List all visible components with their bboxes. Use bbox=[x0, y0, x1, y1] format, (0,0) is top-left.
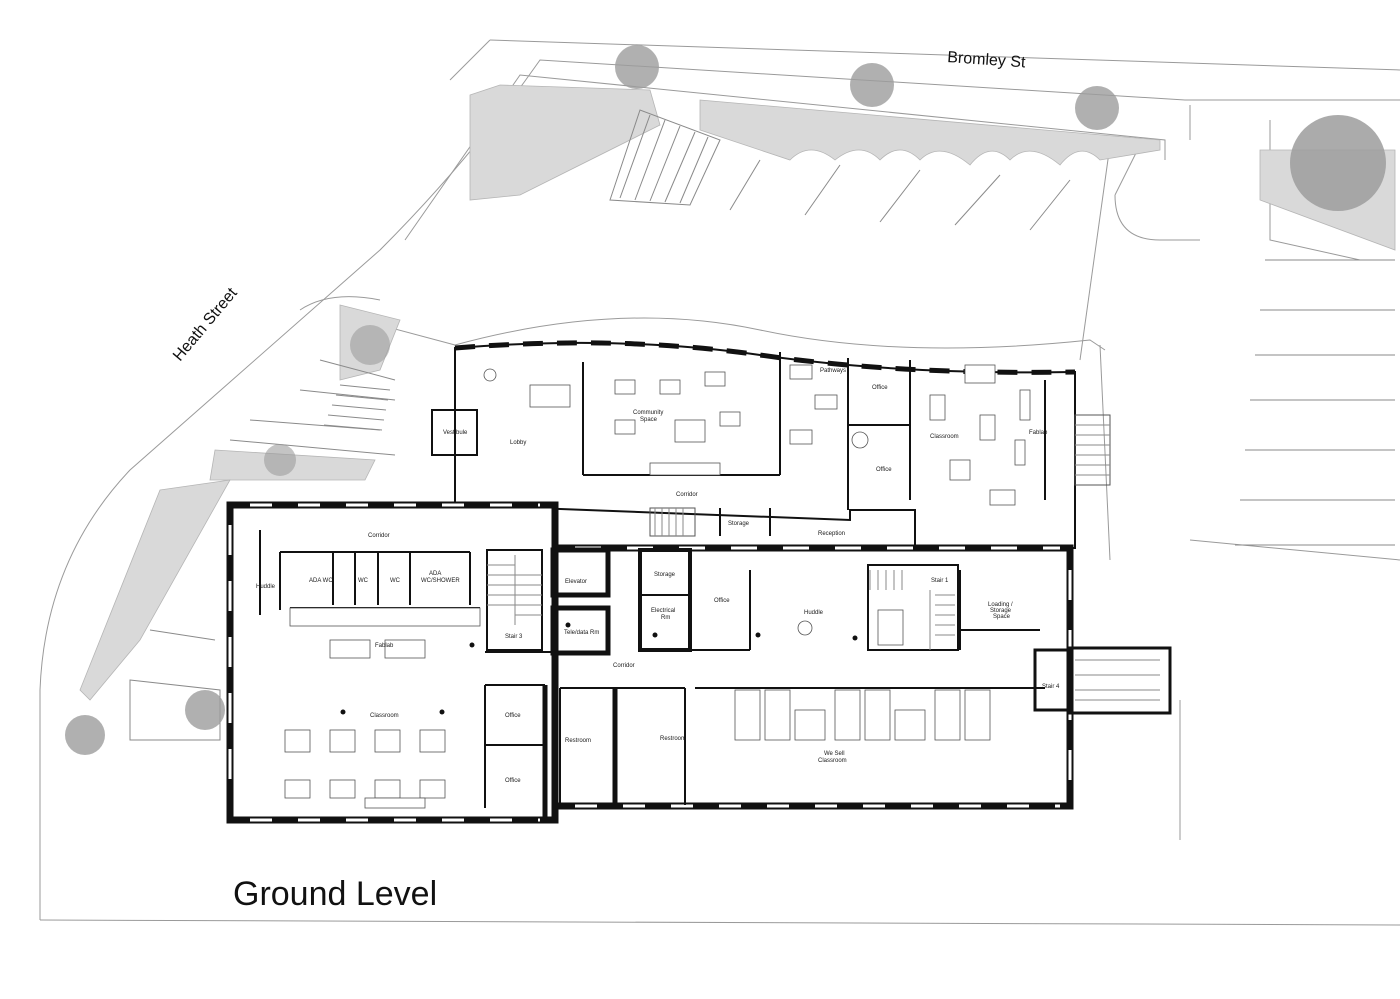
label-loading: Loading / bbox=[988, 602, 1013, 608]
label-office-sw-1: Office bbox=[505, 713, 521, 719]
trees bbox=[65, 45, 1386, 755]
label-stair-4: Stair 4 bbox=[1042, 684, 1060, 690]
label-loading-2: Storage bbox=[990, 608, 1012, 614]
label-stair-1: Stair 1 bbox=[931, 578, 949, 584]
label-restroom-2: Restroom bbox=[660, 736, 686, 742]
label-corridor-west: Corridor bbox=[368, 533, 390, 539]
label-community-space: Community bbox=[633, 410, 663, 416]
label-elevator: Elevator bbox=[565, 579, 587, 585]
label-reception: Reception bbox=[818, 531, 845, 537]
label-electrical: Electrical bbox=[651, 608, 675, 614]
tree bbox=[1290, 115, 1386, 211]
label-corridor-north: Corridor bbox=[676, 492, 698, 498]
label-we-sell: We Sell bbox=[824, 751, 845, 757]
label-wc-2: WC bbox=[390, 578, 401, 584]
label-huddle-west: Huddle bbox=[256, 584, 276, 590]
label-we-sell-2: Classroom bbox=[818, 758, 847, 764]
label-stair-3: Stair 3 bbox=[505, 634, 523, 640]
label-huddle-center: Huddle bbox=[804, 610, 824, 616]
main-block bbox=[226, 501, 1172, 824]
room-labels: Vestibule Lobby Community Space Pathways… bbox=[256, 368, 1060, 784]
label-classroom-west: Classroom bbox=[370, 713, 399, 719]
tree bbox=[850, 63, 894, 107]
label-restroom-1: Restroom bbox=[565, 738, 591, 744]
tree bbox=[185, 690, 225, 730]
label-lobby: Lobby bbox=[510, 440, 526, 446]
label-fablab-north: Fablab bbox=[1029, 430, 1048, 436]
label-corridor-south: Corridor bbox=[613, 663, 635, 669]
label-ada-wc: ADA WC bbox=[309, 578, 333, 584]
label-loading-3: Space bbox=[993, 614, 1011, 620]
label-office-center: Office bbox=[714, 598, 730, 604]
label-classroom-north: Classroom bbox=[930, 434, 959, 440]
street-name-west: Heath Street bbox=[170, 284, 241, 364]
label-pathways: Pathways bbox=[820, 368, 846, 374]
label-wc-1: WC bbox=[358, 578, 369, 584]
planting-bed-north bbox=[469, 84, 1396, 251]
label-vestibule: Vestibule bbox=[443, 430, 468, 436]
label-office-north-2: Office bbox=[876, 467, 892, 473]
drawing-title: Ground Level bbox=[233, 875, 437, 913]
tree bbox=[1075, 86, 1119, 130]
label-office-north-1: Office bbox=[872, 385, 888, 391]
tree bbox=[615, 45, 659, 89]
street-name-north: Bromley St bbox=[947, 49, 1027, 71]
label-tele-data: Tele/data Rm bbox=[564, 630, 599, 636]
label-storage-north: Storage bbox=[728, 521, 750, 527]
tree bbox=[350, 325, 390, 365]
label-office-sw-2: Office bbox=[505, 778, 521, 784]
label-community-space-2: Space bbox=[640, 417, 658, 423]
label-ada-shower-2: WC/SHOWER bbox=[421, 578, 460, 584]
label-storage-center: Storage bbox=[654, 572, 676, 578]
tree bbox=[65, 715, 105, 755]
furniture bbox=[284, 364, 1031, 809]
label-fablab-west: Fablab bbox=[375, 643, 394, 649]
tree bbox=[264, 444, 296, 476]
label-electrical-2: Rm bbox=[661, 615, 670, 621]
parking-stripes bbox=[609, 109, 1395, 546]
label-ada-shower: ADA bbox=[429, 571, 441, 577]
